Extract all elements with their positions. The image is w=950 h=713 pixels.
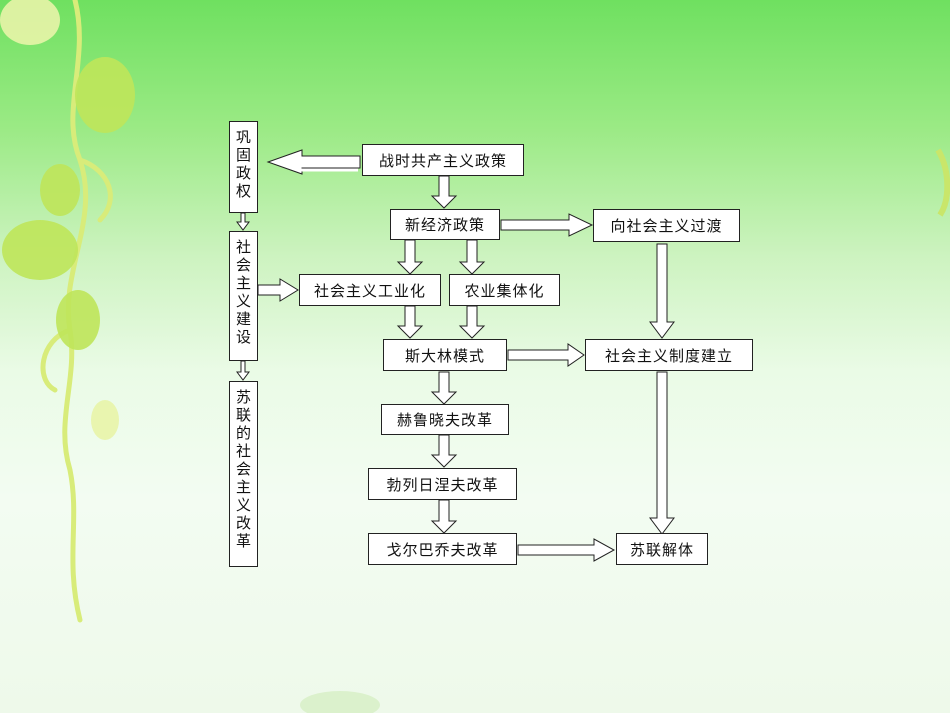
socialist-construction-box: 社会主义建设 (229, 231, 258, 361)
arrow-down-industrialization (396, 239, 424, 275)
socialist-system-box: 社会主义制度建立 (585, 339, 753, 371)
arrow-right-socialist-system (507, 343, 585, 367)
arrow-right-transition (500, 213, 594, 237)
arrow-down-stalin-1 (396, 305, 424, 339)
arrow-right-collapse (517, 538, 616, 562)
stalin-model-box: 斯大林模式 (383, 339, 507, 371)
gorbachev-box: 戈尔巴乔夫改革 (368, 533, 517, 565)
consolidate-power-box: 巩固政权 (229, 121, 258, 213)
industrialization-box: 社会主义工业化 (299, 274, 441, 306)
arrow-down-left-1 (236, 212, 250, 231)
arrow-down-brezhnev (430, 434, 458, 468)
arrow-down-left-2 (236, 360, 250, 381)
arrow-down-gorbachev (430, 499, 458, 534)
arrow-down-nep (430, 175, 458, 209)
arrow-down-stalin-2 (458, 305, 486, 339)
leaf-shape (75, 57, 135, 133)
soviet-reform-box: 苏联的社会主义改革 (229, 381, 258, 567)
arrow-down-collapse (649, 371, 675, 535)
ussr-collapse-box: 苏联解体 (616, 533, 708, 565)
soviet-reform-label: 苏联的社会主义改革 (236, 388, 252, 550)
brezhnev-box: 勃列日涅夫改革 (368, 468, 517, 500)
arrow-right-industrialization (257, 278, 299, 302)
transition-box: 向社会主义过渡 (593, 209, 740, 242)
arrow-down-collectivization (458, 239, 486, 275)
khrushchev-box: 赫鲁晓夫改革 (381, 404, 509, 435)
arrow-down-socialist-system (649, 243, 675, 339)
socialist-construction-label: 社会主义建设 (236, 238, 252, 346)
arrow-left-consolidate (266, 149, 361, 175)
nep-box: 新经济政策 (390, 209, 500, 240)
consolidate-power-label: 巩固政权 (236, 128, 252, 200)
collectivization-box: 农业集体化 (449, 274, 560, 306)
arrow-down-khrushchev (430, 371, 458, 405)
war-communism-box: 战时共产主义政策 (362, 144, 524, 176)
